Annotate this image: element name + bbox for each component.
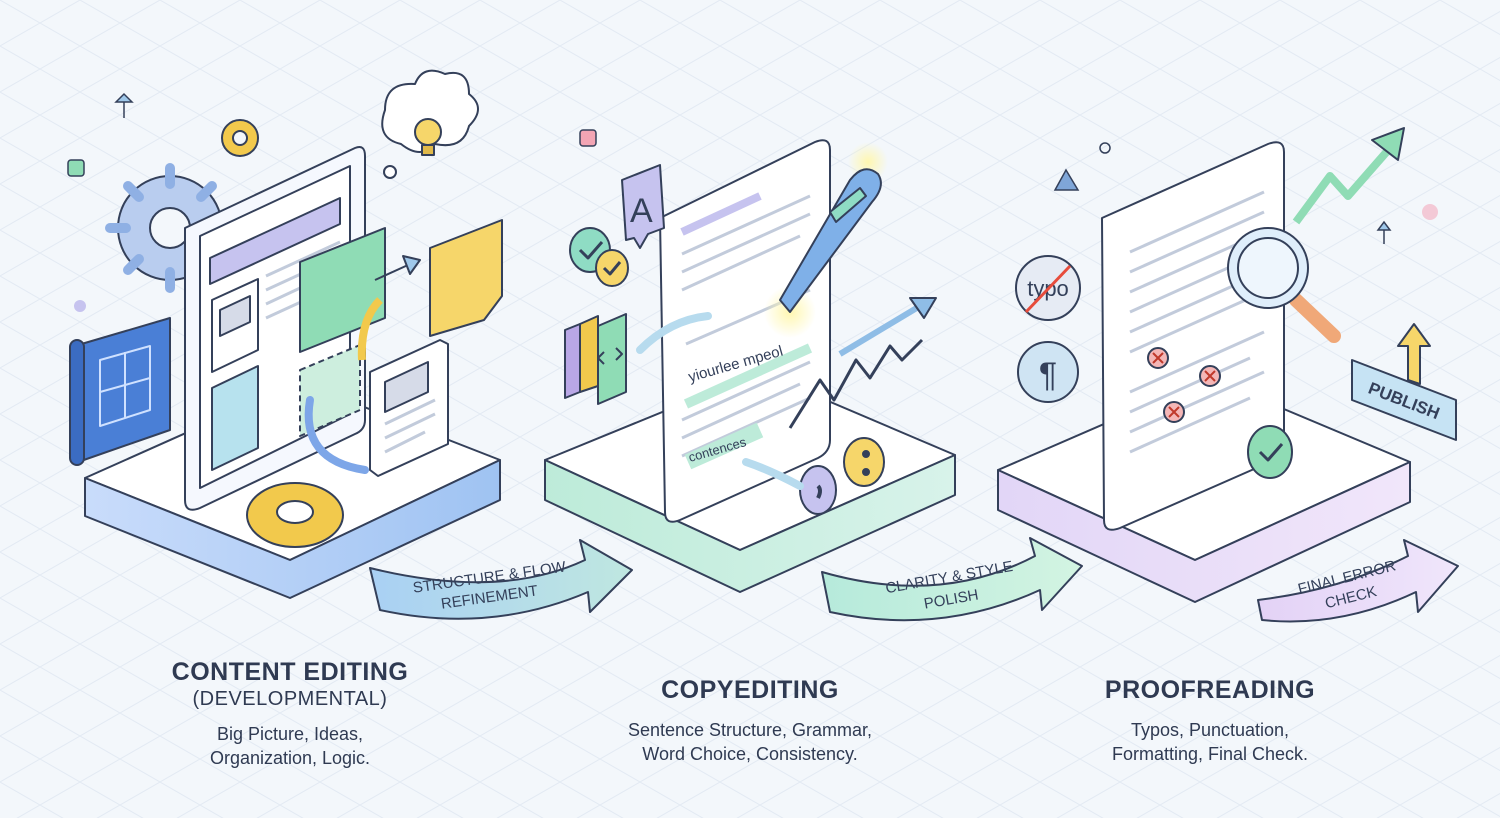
error-mark-1 [1147,347,1169,369]
growth-arrow-icon [1292,145,1394,225]
books-icon [564,313,627,405]
stage-3-description-line-1: Typos, Punctuation, [1130,720,1290,740]
swap-arrow-icon [636,312,712,354]
pilcrow-badge-icon: ¶ [1017,341,1079,403]
up-arrow-small-icon [114,92,134,118]
pink-hex-icon [579,129,597,147]
stage-2-title: COPYEDITING [661,676,839,704]
platform-1-side [84,459,501,599]
up-arrow-icon [1397,323,1431,385]
arrow-clarity-style: CLARITY & STYLE POLISH [821,537,1083,622]
stage-proofreading: typo ¶ PUBLISH [997,127,1457,603]
platform-2-side [544,454,956,593]
gear-icon-small [221,119,259,157]
hex-dot-icon [67,159,85,177]
magnifier-icon [1227,227,1341,343]
stage-2-description-line-1: Sentence Structure, Grammar, [627,720,873,740]
sticky-note-icon [429,219,503,337]
error-mark-3 [1163,401,1185,423]
ring-icon [1099,142,1111,154]
pink-dot-icon [1422,204,1438,220]
platform-3-side [997,461,1411,603]
pilcrow-badge-text: ¶ [1039,356,1057,394]
stage-3-description-line-2: Formatting, Final Check. [1111,744,1309,764]
colon-badge [843,437,885,487]
reorder-arrow-icon [304,396,369,474]
gear-icon-gold [246,482,344,548]
document-2 [659,139,831,523]
stage-1-description-line-1: Big Picture, Ideas, [216,724,364,744]
check-icon-2 [595,249,629,287]
move-arrow-icon [374,264,409,281]
arrow-structure-flow: STRUCTURE & FLOW REFINEMENT [369,539,633,620]
stage-1-title: CONTENT EDITING [171,658,409,686]
letter-badge [621,164,665,249]
trend-line-icon [788,338,924,429]
stage-1-description-line-2: Organization, Logic. [209,748,371,768]
check-icon-3 [1247,425,1293,479]
diagonal-arrow-icon [838,303,922,357]
back-arrow-icon [742,458,804,490]
error-mark-2 [1199,365,1221,387]
blueprint-scroll-icon [69,317,171,466]
typo-badge-icon: typo [1015,255,1081,321]
up-arrow-small-icon-2 [1376,220,1392,244]
letter-badge-text: A [630,192,653,230]
stage-2-description-line-2: Word Choice, Consistency. [642,744,858,764]
comma-badge [799,465,837,515]
lightbulb-idea-icon [381,69,479,179]
dot-icon [74,300,86,312]
stage-3-title: PROOFREADING [1104,676,1316,704]
stage-copyediting: yiourlee mpeol contences A [544,139,956,593]
pyramid-icon [1053,168,1080,191]
stage-1-subtitle: (DEVELOPMENTAL) [192,688,388,710]
stage-content-editing [69,69,503,599]
decorative-shapes [67,92,1438,312]
